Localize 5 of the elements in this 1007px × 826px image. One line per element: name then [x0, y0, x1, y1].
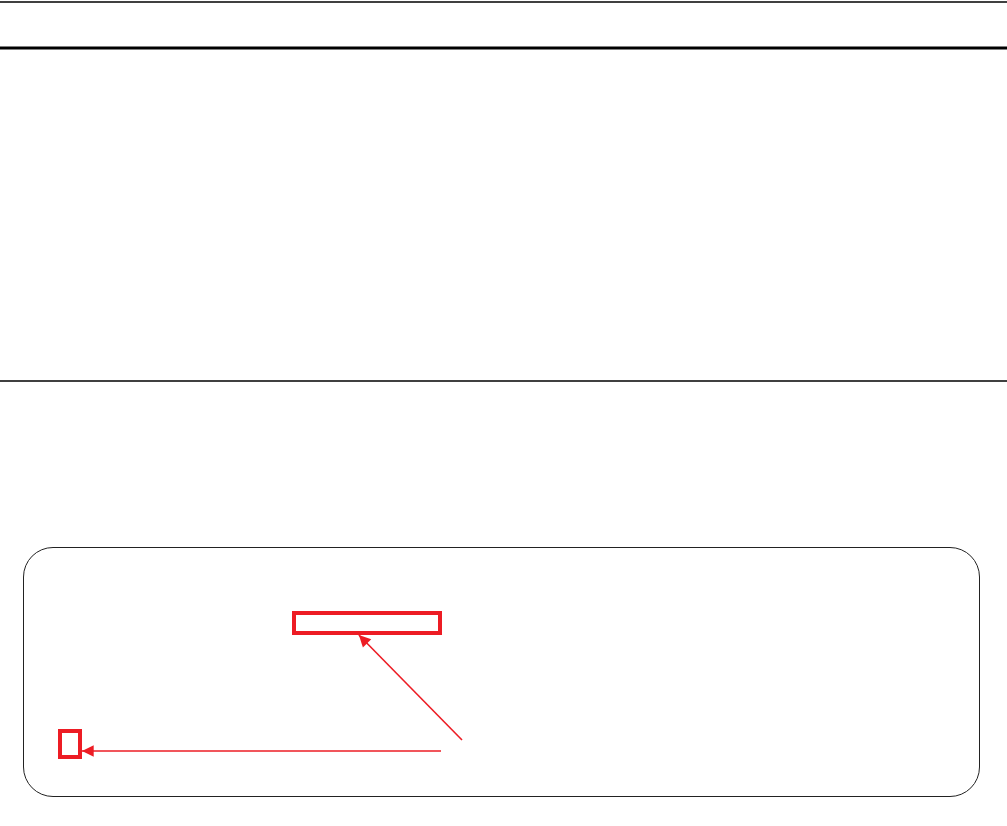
highlight-frame — [291, 610, 442, 635]
highlight-frame — [57, 728, 82, 759]
arrow — [358, 634, 463, 741]
arrow — [81, 745, 442, 757]
rounded-panel — [23, 547, 980, 797]
